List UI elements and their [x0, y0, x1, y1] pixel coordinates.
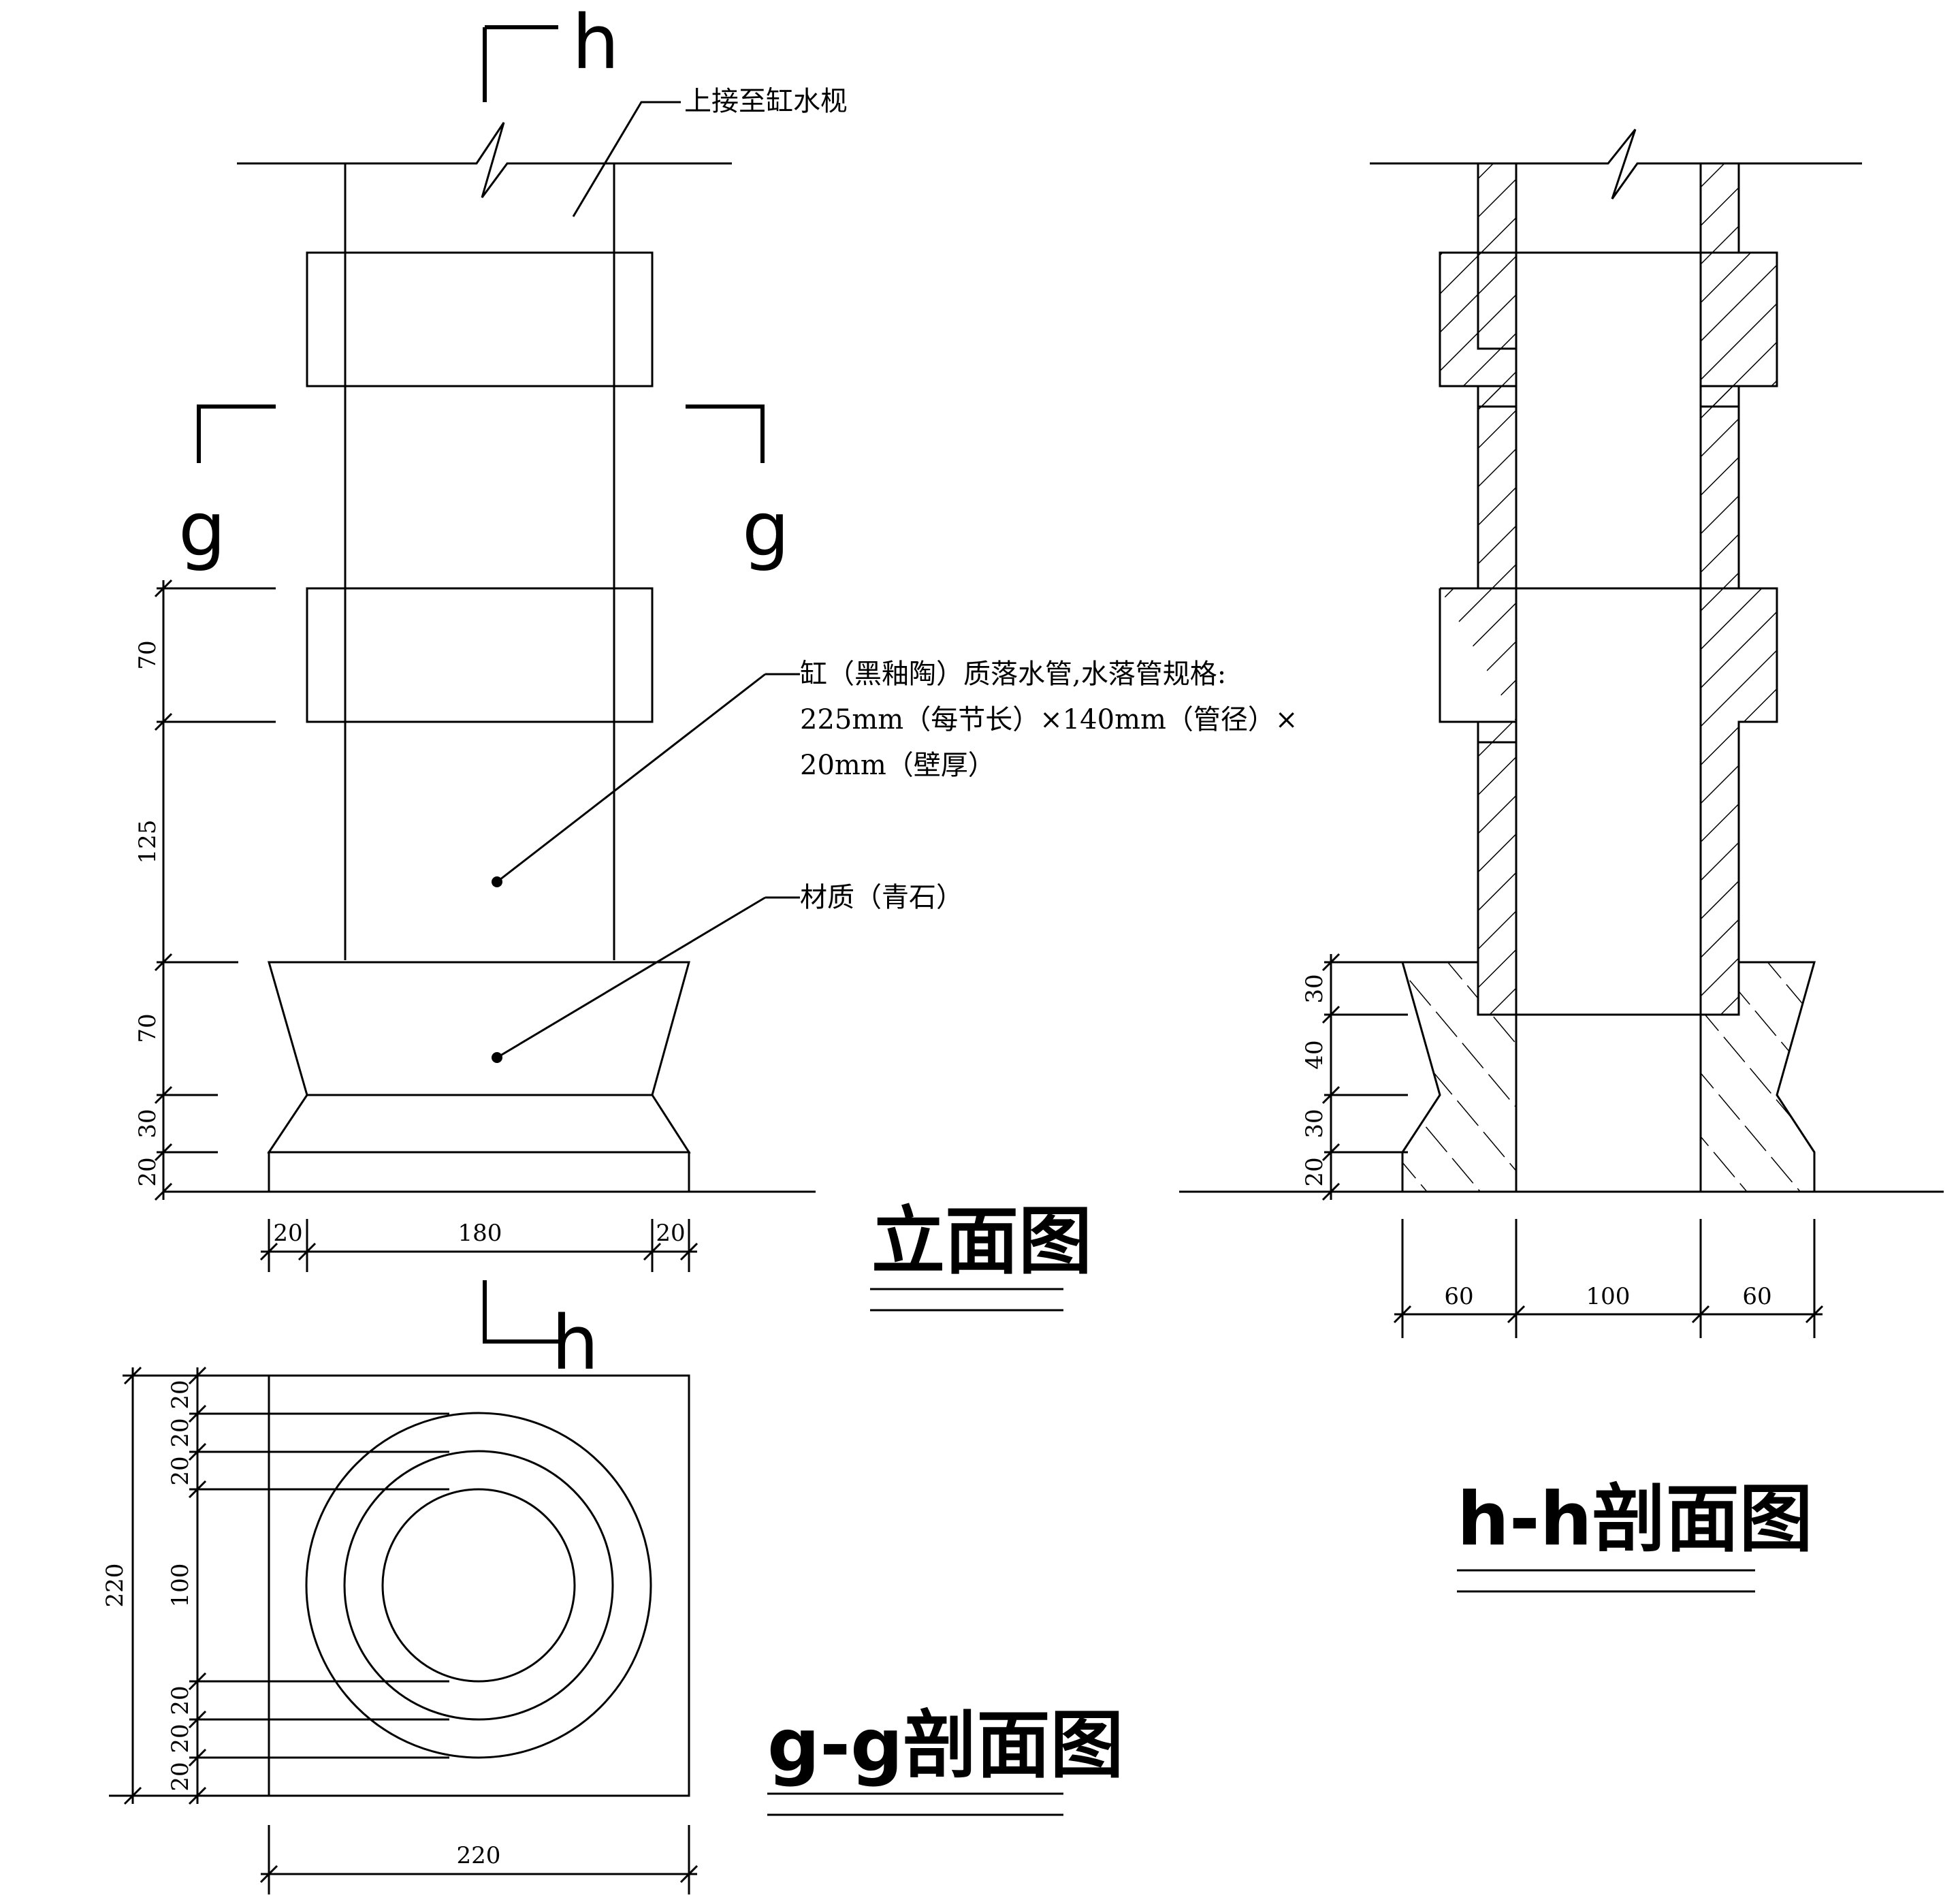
hh-wall-left-mid — [1477, 385, 1518, 590]
hh-hdim-ticks — [1393, 1219, 1824, 1338]
note-top: 上接至缸水枧 — [684, 86, 848, 117]
hh-dim-30a: 30 — [1301, 974, 1328, 1003]
gg-dim-20-4: 20 — [167, 1685, 194, 1715]
hh-break-line — [1370, 129, 1862, 200]
elevation-view: h h g g 上接至缸水枧 缸（黑釉陶）质落水管,水落管规格: 225mm（每… — [134, 0, 1298, 1386]
elev-dim-w20a: 20 — [273, 1220, 302, 1247]
elev-dim-70a: 70 — [134, 640, 161, 669]
elev-dim-w180: 180 — [458, 1220, 502, 1247]
note-pipe-line3: 20mm（壁厚） — [800, 750, 995, 781]
note-pipe-line1: 缸（黑釉陶）质落水管,水落管规格: — [800, 659, 1226, 690]
cut-label-g-left: g — [178, 486, 226, 573]
gg-dim-220-bottom: 220 — [457, 1842, 501, 1869]
hh-dim-60b: 60 — [1742, 1283, 1771, 1310]
elev-dim-30: 30 — [134, 1109, 161, 1138]
hh-collar-left-lower — [1439, 587, 1518, 1016]
gg-dim-20-2: 20 — [167, 1418, 194, 1447]
elev-base-lower — [267, 1094, 691, 1154]
gg-hdim-tick-right — [679, 1865, 699, 1884]
gg-vdim-outer-tick-bottom — [123, 1786, 142, 1805]
gg-hdim-tick-left — [259, 1865, 278, 1884]
elev-collar-lower — [306, 587, 654, 723]
leader-pipe — [496, 673, 766, 883]
hh-collar-left-upper — [1439, 251, 1518, 408]
cut-mark-g-right — [686, 404, 765, 463]
elev-collar-upper — [306, 251, 654, 387]
cut-label-h-top: h — [572, 0, 620, 86]
gg-vdim-outer-tick-top — [123, 1366, 142, 1385]
section-hh-view: 30 40 30 20 60 100 60 h-h剖面图 — [1179, 129, 1944, 1593]
gg-dim-20-3: 20 — [167, 1456, 194, 1485]
gg-square — [268, 1374, 690, 1797]
note-material: 材质（青石） — [800, 882, 963, 913]
note-pipe-line2: 225mm（每节长）×140mm（管径）× — [800, 704, 1298, 735]
title-section-hh: h-h剖面图 — [1457, 1477, 1813, 1562]
cut-label-g-right: g — [742, 486, 790, 573]
leader-material-dot — [492, 1052, 502, 1063]
hh-collar-right-upper — [1699, 251, 1778, 408]
hh-dim-60a: 60 — [1444, 1283, 1473, 1310]
hh-wall-right-mid — [1699, 385, 1740, 590]
cut-label-h-bottom: h — [551, 1299, 599, 1386]
elev-base-plinth — [268, 1151, 690, 1193]
section-gg-view: 220 20 20 20 100 20 20 20 220 g-g剖面图 — [101, 1366, 1123, 1894]
hh-wall-right — [1699, 162, 1740, 254]
leader-material — [496, 896, 766, 1059]
hh-collar-right-lower — [1699, 587, 1778, 1016]
elev-hdim-ticks — [259, 1219, 699, 1272]
gg-circle-middle — [343, 1450, 614, 1721]
title-section-gg: g-g剖面图 — [767, 1703, 1123, 1788]
title-elevation: 立面图 — [871, 1199, 1092, 1284]
hh-dim-30b: 30 — [1301, 1109, 1328, 1138]
hh-dim-40: 40 — [1301, 1040, 1328, 1069]
gg-vdim-inner-ticks — [188, 1366, 207, 1805]
elev-dim-w20b: 20 — [656, 1220, 685, 1247]
gg-dim-20-1: 20 — [167, 1380, 194, 1409]
gg-circle-inner — [381, 1488, 576, 1683]
elev-dim-20: 20 — [134, 1157, 161, 1186]
elev-dim-70b: 70 — [134, 1013, 161, 1043]
hh-wall-left — [1477, 162, 1518, 254]
hh-dim-100: 100 — [1586, 1283, 1631, 1310]
gg-dim-20-5: 20 — [167, 1724, 194, 1753]
gg-dim-220-left: 220 — [101, 1564, 129, 1608]
leader-pipe-dot — [492, 876, 502, 887]
elev-dim-125: 125 — [134, 820, 161, 864]
hh-vdim-ticks — [1321, 953, 1408, 1201]
gg-extension-lines — [109, 1374, 449, 1797]
gg-dim-20-6: 20 — [167, 1762, 194, 1791]
elev-vdim-ticks — [154, 579, 276, 1201]
cut-mark-h-bottom — [483, 1280, 558, 1344]
gg-dim-100: 100 — [167, 1564, 194, 1608]
gg-circle-outer — [305, 1412, 652, 1759]
hh-dim-20: 20 — [1301, 1157, 1328, 1186]
leader-top — [572, 101, 681, 217]
elev-base-upper — [268, 961, 690, 1096]
cut-mark-g-left — [197, 404, 276, 463]
elev-break-line — [237, 122, 732, 198]
